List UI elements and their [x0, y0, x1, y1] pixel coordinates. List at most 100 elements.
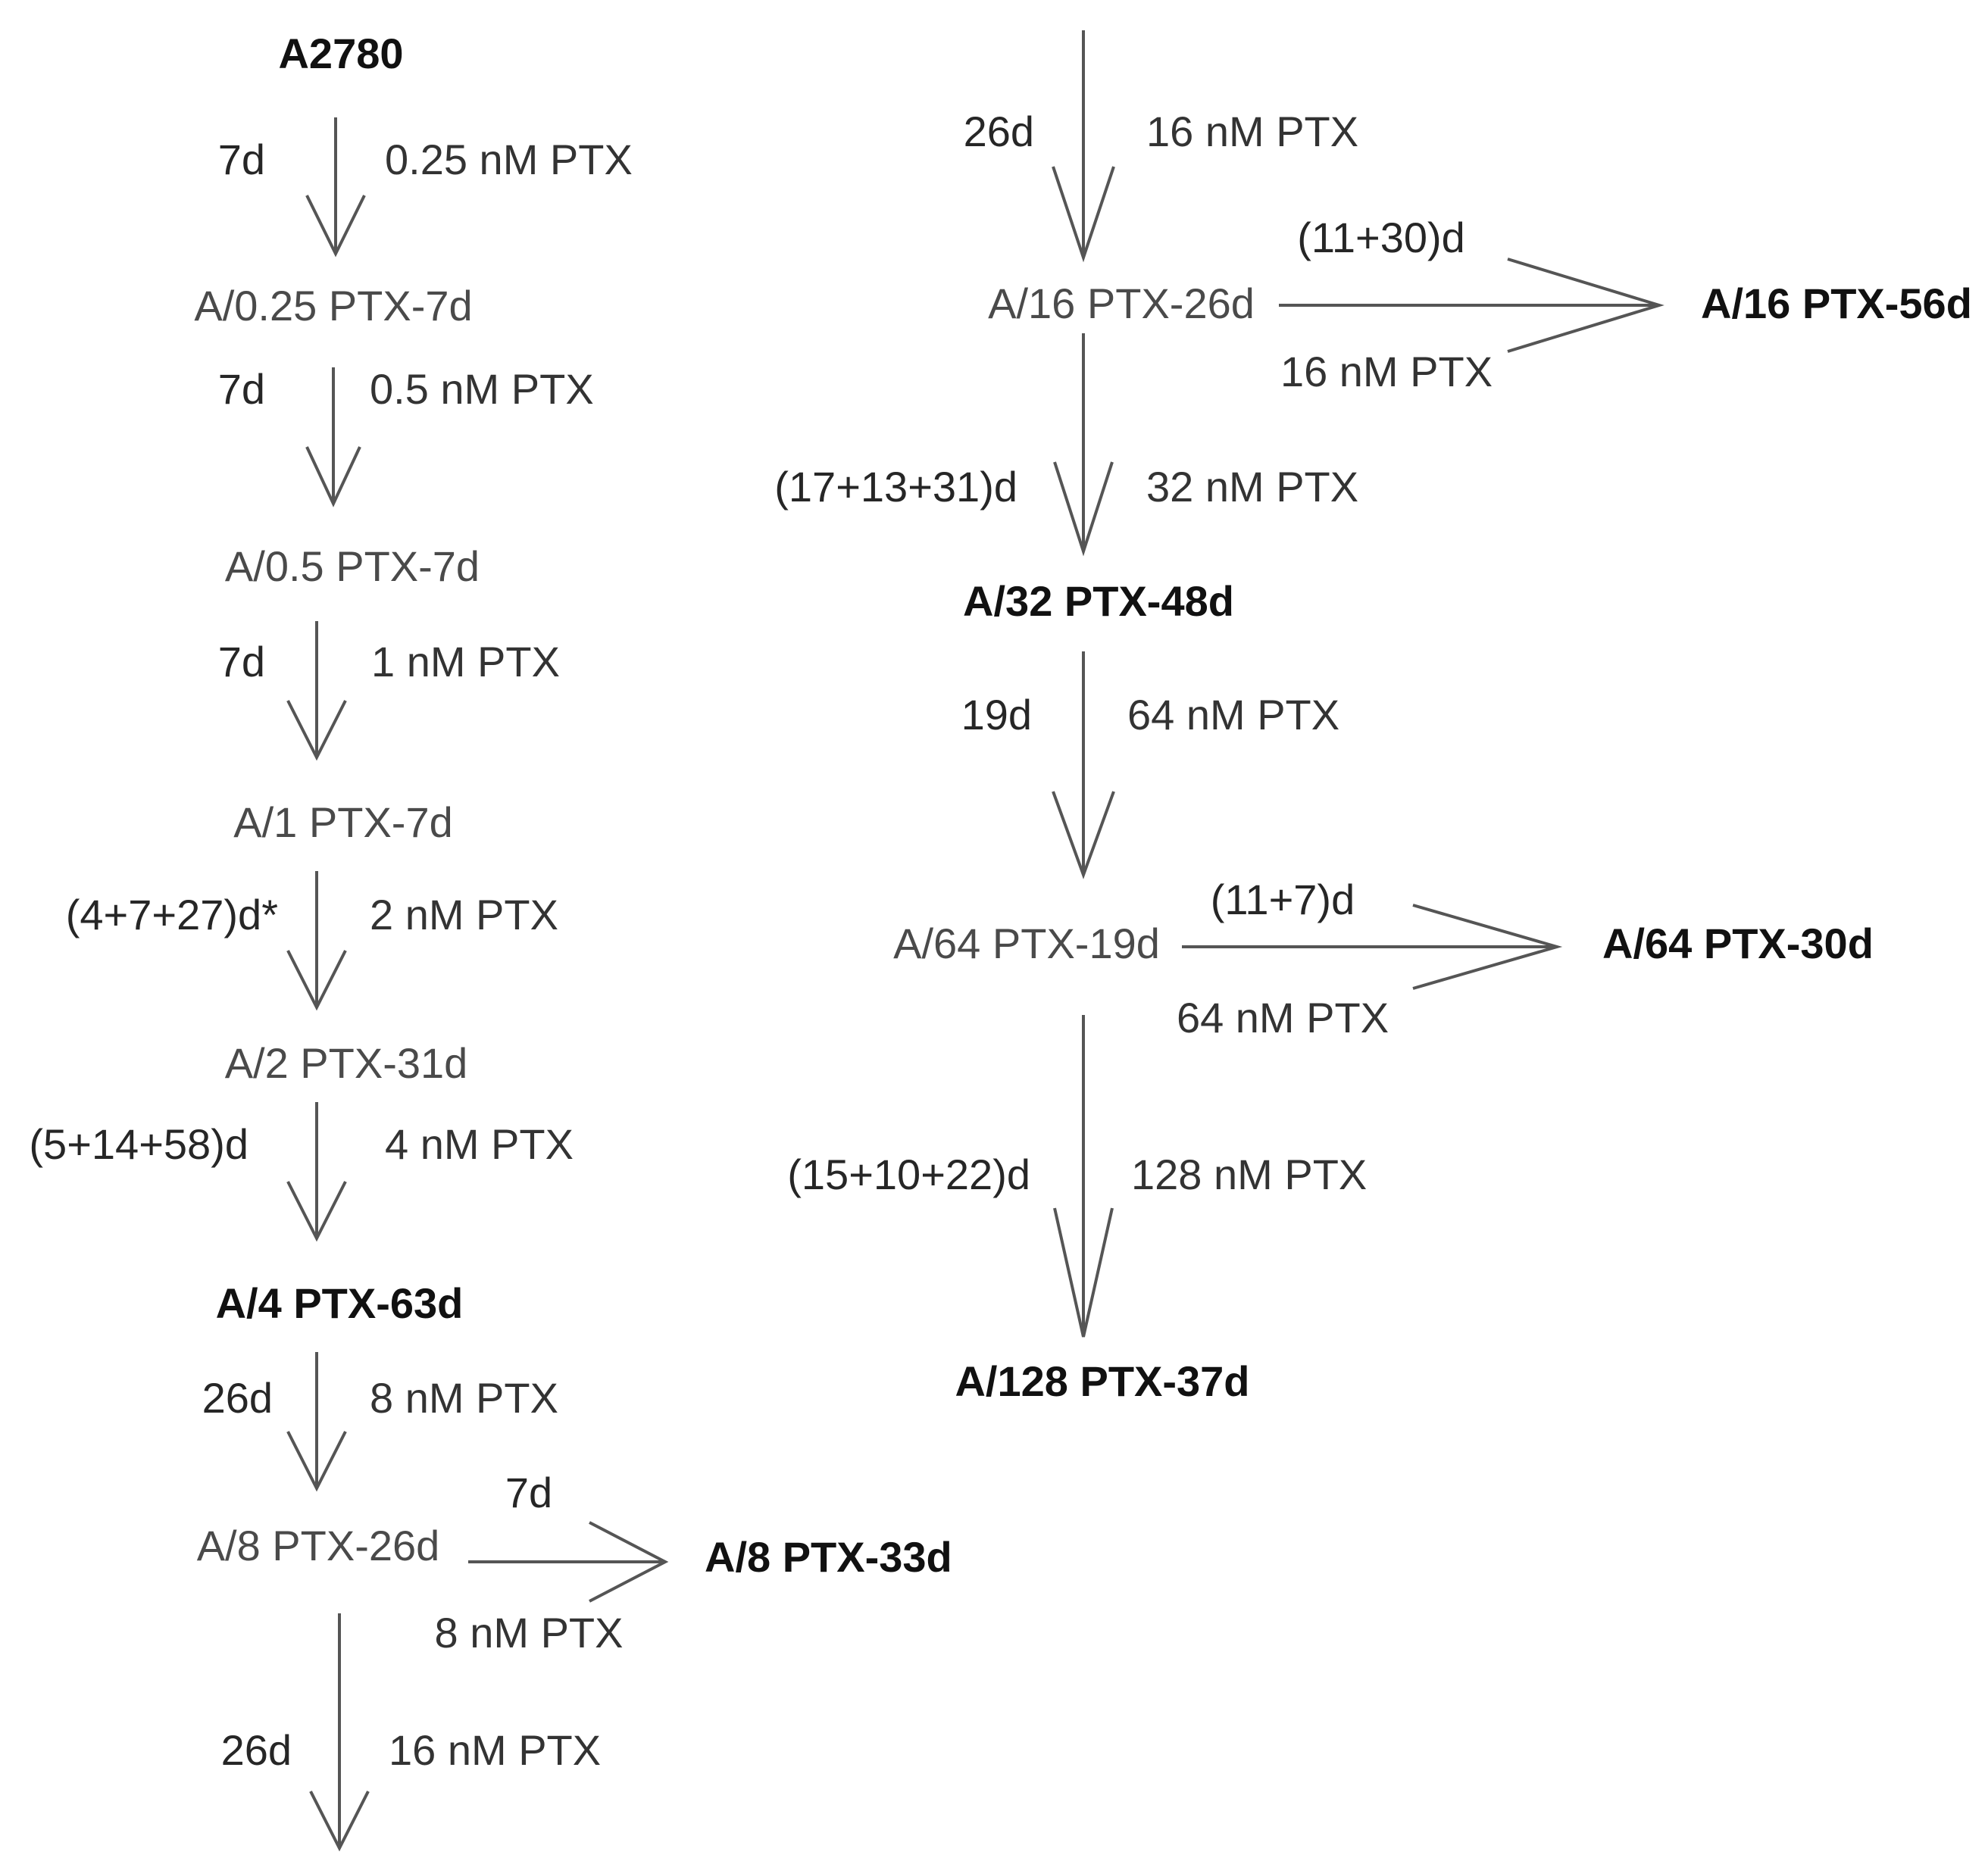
arrow-head — [286, 1181, 347, 1242]
duration-part: )d — [1427, 214, 1465, 261]
duration-part: 30 — [1380, 214, 1427, 261]
duration-part: 11 — [1224, 876, 1268, 923]
node-a-16-ptx-56d: A/16 PTX-56d — [1701, 279, 1972, 327]
duration-part: 7 — [1293, 876, 1317, 923]
duration-part: 26d — [221, 1726, 292, 1774]
duration-part: 11 — [1311, 214, 1355, 261]
edge-dose-label: 128 nM PTX — [1131, 1151, 1367, 1198]
edge-dose-label: 64 nM PTX — [1177, 994, 1389, 1041]
duration-part: 13 — [861, 463, 908, 511]
edge-duration-label: 7d — [218, 365, 265, 413]
edge-dose-label: 16 nM PTX — [1280, 348, 1493, 395]
node-a-32-ptx-48d: A/32 PTX-48d — [963, 577, 1234, 625]
duration-part: + — [1269, 876, 1294, 923]
duration-part: 26d — [964, 108, 1034, 155]
arrow-head — [1053, 1207, 1114, 1338]
edge-duration-label: 26d — [964, 108, 1034, 155]
duration-part: )d — [980, 463, 1017, 511]
edge-dose-label: 32 nM PTX — [1146, 463, 1358, 511]
edge-duration-label: 7d — [218, 638, 265, 685]
arrow-head — [286, 700, 347, 761]
edge-duration-label: 7d — [218, 136, 265, 183]
duration-part: + — [836, 463, 861, 511]
edge-duration-label: (4+7+27)d* — [66, 891, 278, 938]
edge-duration-label: (11+7)d — [1211, 876, 1355, 923]
duration-part: ( — [29, 1120, 43, 1168]
duration-part: ( — [66, 891, 80, 938]
node-a-64-ptx-19d: A/64 PTX-19d — [893, 920, 1160, 967]
edge-duration-label: (17+13+31)d — [774, 463, 1017, 511]
edge-dose-label: 8 nM PTX — [435, 1609, 624, 1657]
arrow-head — [1052, 166, 1115, 263]
edge-dose-label: 8 nM PTX — [370, 1374, 558, 1422]
edge-dose-label: 16 nM PTX — [1146, 108, 1358, 155]
duration-part: )d — [211, 1120, 248, 1168]
node-a-64-ptx-30d: A/64 PTX-30d — [1602, 920, 1874, 967]
node-a-2-ptx-31d: A/2 PTX-31d — [225, 1039, 468, 1087]
duration-part: 5 — [43, 1120, 67, 1168]
duration-part: 10 — [874, 1151, 921, 1198]
duration-part: 19d — [961, 691, 1032, 739]
edge-duration-label: 7d — [505, 1469, 552, 1516]
arrow-head — [286, 1431, 347, 1492]
arrow-head — [1053, 461, 1114, 557]
duration-part: 22 — [946, 1151, 992, 1198]
edge-dose-label: 0.25 nM PTX — [385, 136, 633, 183]
duration-part: )d — [992, 1151, 1030, 1198]
edge-dose-label: 1 nM PTX — [371, 638, 560, 685]
duration-part: + — [67, 1120, 92, 1168]
edge-duration-label: 26d — [202, 1374, 273, 1422]
node-a-16-ptx-26d: A/16 PTX-26d — [988, 279, 1255, 327]
arrow-head — [1052, 791, 1115, 879]
edge-dose-label: 64 nM PTX — [1127, 691, 1339, 739]
node-a-4-ptx-63d: A/4 PTX-63d — [216, 1279, 464, 1327]
edge-duration-label: (15+10+22)d — [787, 1151, 1030, 1198]
arrow-head — [1412, 904, 1563, 990]
duration-part: + — [152, 891, 177, 938]
duration-part: 15 — [802, 1151, 849, 1198]
duration-part: + — [1355, 214, 1380, 261]
duration-part: 7d — [218, 638, 265, 685]
duration-part: 7 — [505, 1469, 529, 1516]
node-a-8-ptx-33d: A/8 PTX-33d — [705, 1533, 952, 1581]
edge-duration-label: (5+14+58)d — [29, 1120, 248, 1168]
edge-dose-label: 0.5 nM PTX — [370, 365, 594, 413]
duration-part: 27 — [177, 891, 223, 938]
arrow-head — [589, 1521, 669, 1603]
duration-part: 14 — [92, 1120, 139, 1168]
duration-part: 4 — [80, 891, 103, 938]
node-a-1-ptx-7d: A/1 PTX-7d — [233, 798, 452, 846]
edge-dose-label: 4 nM PTX — [385, 1120, 574, 1168]
duration-part: 7 — [128, 891, 152, 938]
duration-part: ( — [1211, 876, 1225, 923]
edge-dose-label: 16 nM PTX — [389, 1726, 601, 1774]
duration-part: )d — [1317, 876, 1355, 923]
duration-part: + — [908, 463, 933, 511]
node-a-0.25-ptx-7d: A/0.25 PTX-7d — [194, 282, 472, 329]
duration-part: + — [921, 1151, 946, 1198]
edge-duration-label: (11+30)d — [1297, 214, 1465, 261]
duration-part: ( — [787, 1151, 802, 1198]
duration-part: 26d — [202, 1374, 273, 1422]
arrow-head — [305, 195, 366, 258]
duration-part: )d* — [223, 891, 278, 938]
duration-part: ( — [774, 463, 789, 511]
arrow-head — [305, 446, 361, 507]
duration-part: 17 — [789, 463, 836, 511]
duration-part: 58 — [164, 1120, 211, 1168]
node-a-8-ptx-26d: A/8 PTX-26d — [197, 1522, 440, 1569]
duration-part: ( — [1297, 214, 1311, 261]
duration-part: + — [139, 1120, 164, 1168]
duration-part: 7d — [218, 365, 265, 413]
duration-part: d — [529, 1469, 552, 1516]
node-a2780: A2780 — [278, 30, 403, 77]
arrow-head — [1507, 258, 1664, 353]
duration-part: + — [849, 1151, 874, 1198]
edge-duration-label: 26d — [221, 1726, 292, 1774]
node-a-128-ptx-37d: A/128 PTX-37d — [955, 1357, 1249, 1405]
node-a-0.5-ptx-7d: A/0.5 PTX-7d — [225, 542, 480, 590]
duration-part: 31 — [933, 463, 980, 511]
edge-duration-label: 19d — [961, 691, 1032, 739]
arrow-head — [309, 1791, 370, 1852]
